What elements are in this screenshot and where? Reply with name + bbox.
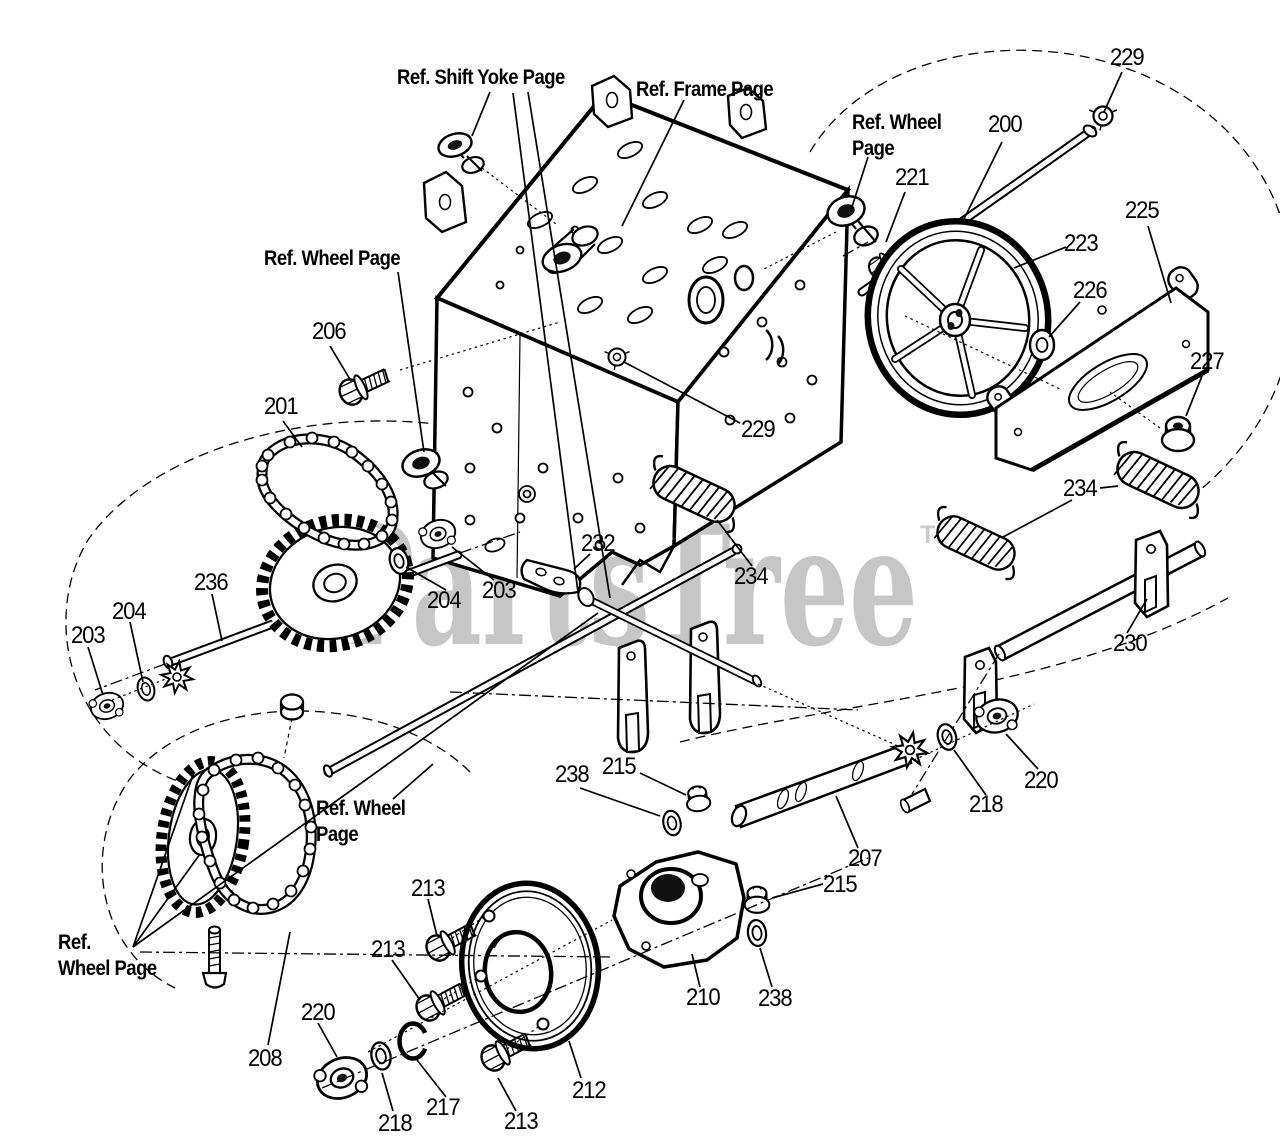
part-label-201: 201 [264,393,299,420]
part-label-223: 223 [1064,230,1099,257]
shaft-207 [734,742,913,829]
part-label-229-top: 229 [1110,44,1145,71]
locknut-227 [1160,415,1196,453]
ref-label-frame-page: Ref. Frame Page [636,77,774,101]
leader-lines [87,71,1203,1112]
part-label-206: 206 [312,318,347,345]
part-label-213-mid: 213 [371,936,406,963]
part-label-215-center: 215 [602,753,637,780]
part-label-208: 208 [248,1045,283,1072]
upper-drive-group [86,132,631,759]
part-label-213-bottom: 213 [504,1108,539,1135]
part-label-220-right: 220 [1024,767,1059,794]
part-label-200: 200 [988,111,1023,138]
bolt-213-mid [410,976,471,1026]
washer-238-lower [745,917,769,949]
part-label-227: 227 [1190,348,1225,375]
carriage-bolt [201,925,228,989]
side-panel-225 [986,266,1210,473]
drive-chain-208 [192,751,318,915]
part-label-210: 210 [686,984,721,1011]
part-label-220-bottom: 220 [301,999,336,1026]
washer-204-left [134,674,158,704]
part-label-213-upper: 213 [411,875,446,902]
part-label-204-center: 204 [427,587,462,614]
part-label-230: 230 [1113,630,1148,657]
rod-232 [520,558,763,688]
ref-label-wheel-page-bottom: Ref. Wheel Page [58,930,157,981]
ref-label-wheel-page-left: Ref. Wheel Page [264,246,401,270]
part-label-204-left: 204 [112,598,147,625]
part-label-207: 207 [848,845,883,872]
part-label-238-center: 238 [555,761,590,788]
bushing-221 [826,195,879,247]
part-label-238-lower: 238 [758,985,793,1012]
drive-chain-201 [255,431,399,551]
part-label-203-center: 203 [482,577,517,604]
part-label-236: 236 [194,569,229,596]
part-label-225: 225 [1125,197,1160,224]
hub-nut [279,693,305,721]
part-label-203-left: 203 [71,622,106,649]
part-label-234-right: 234 [1063,475,1098,502]
locknut-215-center [683,783,713,814]
wheel-assembly [826,195,1056,419]
lower-drive-group [155,751,771,1109]
bearing-203-left [86,687,128,725]
part-label-234-mid: 234 [734,563,769,590]
part-label-229-mid: 229 [741,416,776,443]
dotted-axes [111,167,1161,1053]
pulley-212 [458,880,602,1052]
ref-label-wheel-page-center: Ref. Wheel Page [316,796,406,847]
part-label-232: 232 [581,530,616,557]
part-label-226: 226 [1073,277,1108,304]
washer-226 [1028,328,1056,362]
washer-238-center [660,808,684,838]
shaft-207-cluster [730,693,1023,829]
part-label-217: 217 [426,1094,461,1121]
ref-label-wheel-page-top: Ref. Wheel Page [852,110,942,161]
housing-210 [612,850,746,969]
side-panel-holes [462,386,646,553]
part-label-215-lower: 215 [823,871,858,898]
part-label-212: 212 [572,1077,607,1104]
part-label-218-bottom: 218 [378,1110,413,1137]
snap-ring-217 [397,1021,429,1061]
bushing-wheel-left [401,448,449,490]
ref-label-shift-yoke-page: Ref. Shift Yoke Page [397,65,565,89]
bushing-shift-yoke [437,132,485,175]
bushing-back-plate [541,225,599,274]
bearing-220-bottom [309,1049,375,1109]
part-label-221: 221 [895,164,930,191]
frame-assembly [422,74,852,598]
part-label-218-right: 218 [969,791,1004,818]
